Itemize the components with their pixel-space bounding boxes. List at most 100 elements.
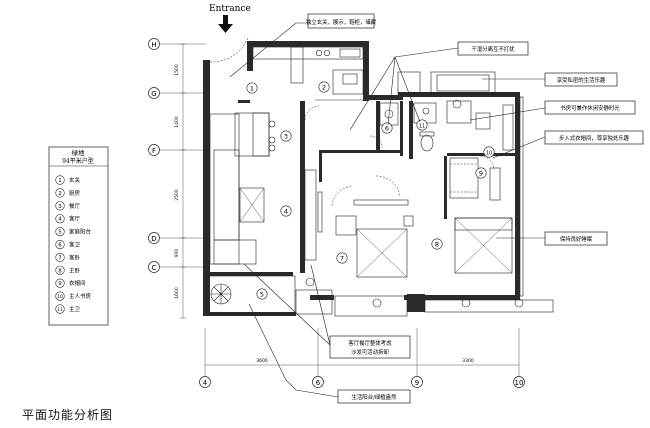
- floor-plan: [203, 41, 554, 317]
- svg-text:客卧: 客卧: [69, 253, 81, 261]
- callout-walkin: 步入式衣帽间，尊享独处乐趣: [559, 134, 630, 142]
- svg-text:6: 6: [316, 379, 321, 387]
- room-number-10: 10: [483, 146, 495, 158]
- svg-text:8: 8: [58, 268, 62, 274]
- room-numbers: 1 2 3 4 5 6 7 8 9 10 11: [246, 81, 495, 300]
- legend-item-2: 2 厨房: [55, 188, 81, 198]
- svg-text:G: G: [151, 90, 156, 98]
- svg-text:10: 10: [57, 294, 63, 300]
- dim-left-1500: 1500: [174, 64, 180, 76]
- legend-item-4: 4 客厅: [55, 214, 81, 224]
- callout-study: 书房可兼作休闲安静时光: [560, 104, 620, 112]
- svg-text:4: 4: [284, 207, 288, 215]
- legend-items: 1 玄关 2 厨房 3 餐厅 4 客厅 5 家庭阳台 6 客卫 7 客卧 8 主卧 9 衣帽间 10 主人书房 11 主卫: [55, 175, 92, 314]
- svg-text:7: 7: [58, 255, 62, 261]
- svg-text:5: 5: [260, 290, 264, 298]
- dim-left-900: 900: [174, 249, 180, 258]
- room-number-9: 9: [475, 167, 487, 179]
- svg-text:客厅: 客厅: [69, 215, 81, 223]
- svg-text:主卫: 主卫: [69, 305, 81, 313]
- legend-item-6: 6 客卫: [55, 239, 81, 250]
- svg-text:D: D: [151, 235, 156, 243]
- svg-text:10: 10: [486, 150, 492, 156]
- svg-text:厨房: 厨房: [69, 189, 81, 197]
- dim-bottom-3600: 3600: [256, 358, 268, 364]
- axis-bubble-F: F: [148, 144, 160, 156]
- svg-text:4: 4: [58, 217, 62, 223]
- legend-item-5: 5 家庭阳台: [55, 227, 92, 237]
- svg-text:C: C: [152, 264, 157, 272]
- callout-wet-dry: 干湿分离互不打扰: [471, 45, 515, 53]
- room-number-1: 1: [246, 82, 258, 94]
- svg-text:家庭阳台: 家庭阳台: [69, 228, 92, 236]
- room-number-11: 11: [416, 119, 428, 131]
- callout-living-line2: 沙发可活动拆卸: [351, 348, 389, 356]
- caption-title: 平面功能分析图: [22, 408, 114, 422]
- svg-text:衣帽间: 衣帽间: [69, 279, 86, 287]
- dim-left-1400: 1400: [174, 116, 180, 128]
- furniture: [209, 37, 524, 308]
- axis-bubble-9: 9: [411, 376, 423, 388]
- svg-text:6: 6: [58, 243, 62, 249]
- legend-title-2: 94平米户型: [62, 157, 94, 165]
- svg-text:4: 4: [203, 379, 208, 387]
- legend-item-8: 8 主卧: [55, 265, 81, 275]
- axis-grid: [160, 43, 520, 376]
- svg-text:餐厅: 餐厅: [69, 202, 81, 210]
- dim-left-2500: 2500: [174, 189, 180, 201]
- legend-title-1: 绿地: [72, 148, 86, 157]
- svg-text:1: 1: [58, 178, 62, 184]
- dim-bottom-3300: 3300: [462, 358, 474, 364]
- svg-text:F: F: [152, 147, 156, 155]
- svg-text:3: 3: [58, 204, 62, 210]
- axis-bubble-10: 10: [513, 376, 525, 388]
- callout-balcony: 生活阳台/绿植盎然: [352, 393, 398, 401]
- svg-text:2: 2: [58, 191, 62, 197]
- room-number-6: 6: [381, 122, 393, 134]
- room-number-5: 5: [256, 288, 268, 300]
- legend-item-1: 1 玄关: [55, 175, 81, 185]
- room-number-3: 3: [280, 130, 292, 142]
- room-number-4: 4: [280, 205, 292, 217]
- svg-text:11: 11: [419, 123, 425, 129]
- callout-sleep: 保持良好睡眠: [560, 235, 593, 243]
- room-number-2: 2: [318, 81, 330, 93]
- svg-text:9: 9: [479, 169, 483, 177]
- svg-text:5: 5: [58, 230, 62, 236]
- callouts: 独立玄关，展示，鞋柜，储藏 干湿分离互不打扰 享受私密的生活乐趣 书房可兼作休闲…: [229, 13, 644, 404]
- svg-text:主卧: 主卧: [69, 266, 81, 274]
- svg-text:6: 6: [385, 124, 389, 132]
- callout-enjoy: 享受私密的生活乐趣: [557, 76, 606, 84]
- dim-left-1600: 1600: [174, 287, 180, 299]
- legend-item-7: 7 客卧: [55, 252, 81, 262]
- svg-text:8: 8: [435, 240, 439, 248]
- legend-item-11: 11 主卫: [55, 304, 81, 314]
- room-number-8: 8: [431, 238, 443, 250]
- axis-bubble-4: 4: [199, 376, 211, 388]
- room-number-7: 7: [336, 252, 348, 264]
- entrance-label: Entrance: [209, 4, 251, 14]
- svg-text:玄关: 玄关: [69, 176, 81, 184]
- svg-text:2: 2: [322, 83, 326, 91]
- axis-bubble-H: H: [148, 38, 160, 50]
- svg-text:3: 3: [284, 132, 288, 140]
- svg-text:9: 9: [415, 379, 419, 387]
- svg-text:9: 9: [58, 281, 62, 287]
- axis-bubble-6: 6: [312, 376, 324, 388]
- axis-bubble-G: G: [148, 87, 160, 99]
- svg-text:11: 11: [57, 307, 63, 313]
- svg-text:7: 7: [340, 254, 344, 262]
- svg-text:主人书房: 主人书房: [69, 292, 92, 300]
- callout-entry: 独立玄关，展示，鞋柜，储藏: [306, 18, 377, 26]
- entrance-arrow-icon: [218, 15, 233, 33]
- legend-item-9: 9 衣帽间: [55, 278, 86, 288]
- legend-item-3: 3 餐厅: [55, 201, 81, 211]
- callout-living-line1: 客厅餐厅整体考虑: [348, 339, 392, 347]
- svg-text:H: H: [151, 41, 156, 49]
- svg-text:客卫: 客卫: [69, 241, 81, 249]
- svg-text:1: 1: [250, 84, 254, 92]
- legend-item-10: 10 主人书房: [55, 291, 92, 301]
- svg-text:10: 10: [515, 379, 524, 387]
- axis-bubble-C: C: [148, 261, 160, 273]
- axis-bubble-D: D: [148, 232, 160, 244]
